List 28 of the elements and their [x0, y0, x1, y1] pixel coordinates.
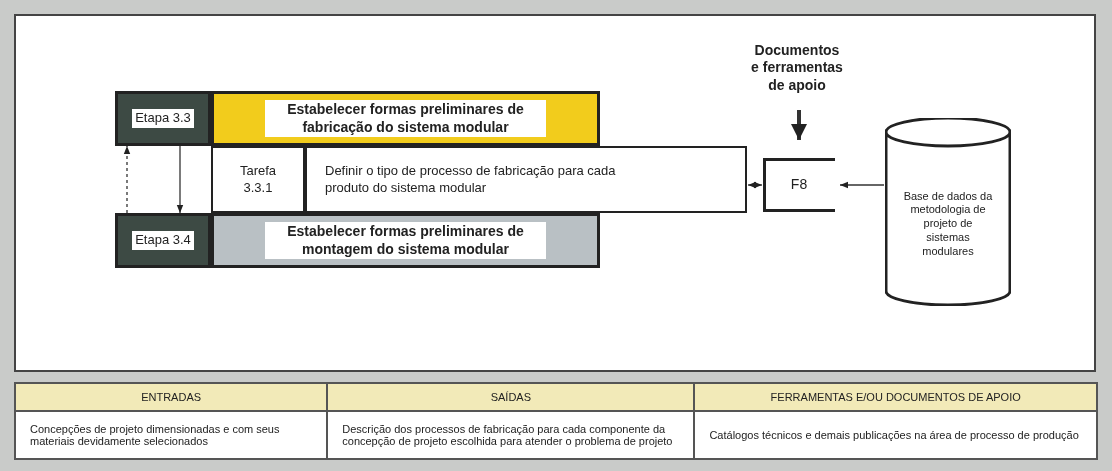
stage-label: Etapa 3.4 [132, 231, 194, 250]
table-header-cell: SAÍDAS [327, 383, 695, 411]
box-text: F8 [790, 176, 808, 194]
table-cell: Descrição dos processos de fabricação para cada componente da concepção de projeto escolhida para atender o problema de projeto [327, 411, 695, 459]
task-box [305, 146, 747, 213]
table-header-cell: ENTRADAS [15, 383, 328, 411]
box-text: Base de dados da metodologia de projeto de sistemas modulares [903, 189, 993, 259]
box-text: Tarefa 3.3.1 [238, 163, 278, 196]
box-text: Definir o tipo de processo de fabricação para cada produto do sistema modular [325, 163, 617, 196]
task-box [211, 146, 305, 213]
support-label: Documentos e ferramentas de apoio [750, 41, 844, 95]
box-text: Estabelecer formas preliminares de fabricação do sistema modular [265, 100, 546, 137]
stage-label: Etapa 3.3 [132, 109, 194, 128]
stage-title-box [211, 213, 600, 268]
table-cell: Catálogos técnicos e demais publicações na área de processo de produção [694, 411, 1097, 459]
arrow [123, 145, 131, 214]
arrow [176, 145, 184, 214]
table-cell: Concepções de projeto dimensionadas e com seus materiais devidamente selecionados [15, 411, 328, 459]
arrow [747, 181, 763, 189]
stage-title-box [211, 91, 600, 146]
stage-box [115, 213, 211, 268]
table-header-cell: FERRAMENTAS E/OU DOCUMENTOS DE APOIO [694, 383, 1097, 411]
stage-box [115, 91, 211, 146]
box-text: Estabelecer formas preliminares de montagem do sistema modular [265, 222, 546, 259]
tool-box [763, 158, 835, 212]
database-cylinder [885, 118, 1011, 306]
arrow [839, 181, 885, 189]
arrow [791, 110, 807, 140]
